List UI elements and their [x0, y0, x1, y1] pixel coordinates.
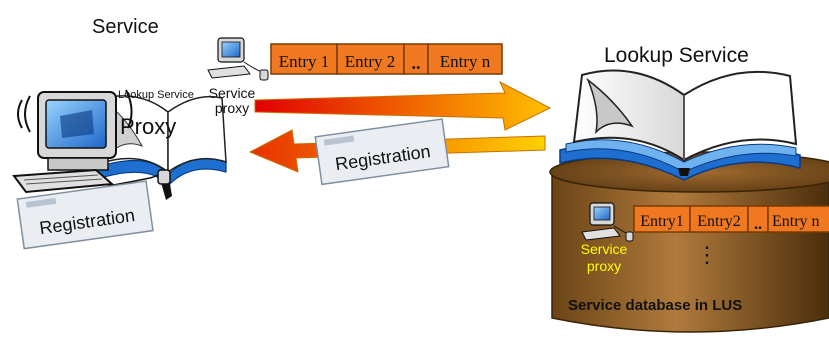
top-entry-label: Entry n [440, 52, 491, 71]
database-caption: Service database in LUS [568, 297, 742, 314]
lookup-service-title: Lookup Service [604, 44, 749, 67]
service-proxy-computer-icon [207, 37, 269, 81]
top-entry-2: Entry 2 [336, 43, 405, 75]
db-service-proxy-label-bottom: proxy [587, 258, 621, 274]
top-entry-dots: .. [403, 43, 429, 75]
service-computer-icon [12, 89, 171, 194]
service-proxy-label-top: Service [209, 85, 256, 101]
db-service-proxy-label-top: Service [581, 241, 628, 257]
proxy-label: Proxy [120, 114, 176, 139]
top-entry-label: Entry 2 [345, 52, 396, 71]
top-entry-label: Entry 1 [279, 52, 330, 71]
top-entry-n: Entry n [427, 43, 503, 75]
db-vertical-ellipsis: ⋮ [696, 242, 718, 267]
db-entry-dots: .. [747, 205, 769, 233]
top-entry-1: Entry 1 [270, 43, 338, 75]
db-entry-2: Entry2 [689, 205, 749, 233]
top-entry-table: Entry 1 Entry 2 .. Entry n [270, 43, 503, 75]
top-entry-label: .. [412, 53, 421, 73]
db-entry-table: Entry1 Entry2 .. Entry n [633, 205, 829, 233]
registration-card-left: Registration [16, 180, 154, 250]
db-entry-label: Entry1 [640, 213, 684, 230]
db-entry-1: Entry1 [633, 205, 691, 233]
db-entry-label: Entry n [772, 213, 820, 230]
service-proxy-label-bottom: proxy [215, 100, 249, 116]
db-entry-label: Entry2 [697, 213, 741, 230]
db-entry-n: Entry n [767, 205, 829, 233]
service-title: Service [92, 16, 159, 38]
db-entry-label: .. [754, 216, 762, 233]
lookup-service-book-icon [559, 69, 801, 181]
registration-arrow-right [254, 80, 552, 131]
registration-card-middle: Registration [314, 118, 450, 186]
small-lookup-service-label: Lookup Service [118, 89, 194, 101]
db-service-proxy-computer-icon [581, 202, 634, 242]
